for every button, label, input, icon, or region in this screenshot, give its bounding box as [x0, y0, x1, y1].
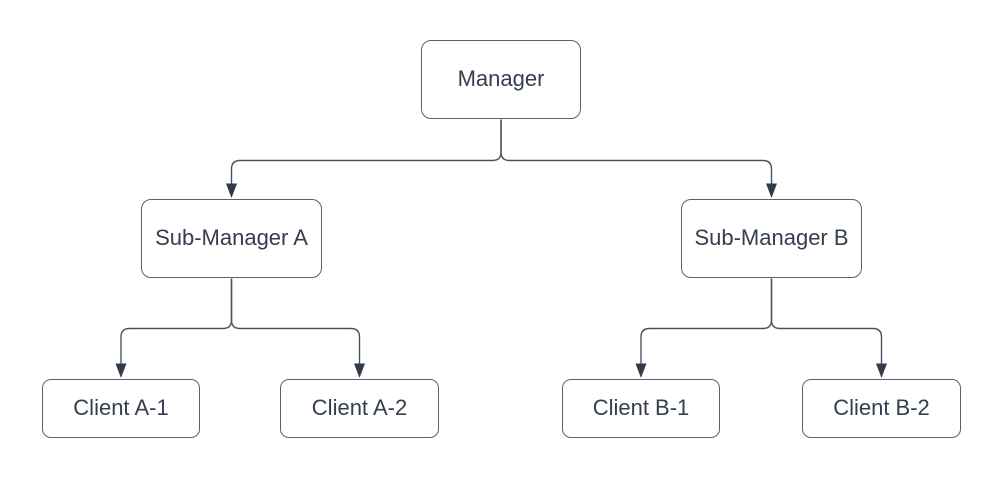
connector-manager-to-sub-manager-a: [230, 119, 502, 184]
node-sub-manager-a[interactable]: Sub-Manager A: [141, 199, 322, 278]
node-sub-manager-a-label: Sub-Manager A: [155, 225, 308, 251]
arrowhead-sub-manager-a: [226, 183, 237, 198]
connector-sub-manager-b-to-client-b-2: [770, 278, 883, 364]
node-client-b-1-label: Client B-1: [592, 395, 690, 421]
arrowhead-client-b-2: [876, 363, 887, 378]
node-client-a-1[interactable]: Client A-1: [42, 379, 200, 438]
connector-manager-to-sub-manager-b: [500, 119, 773, 184]
node-manager[interactable]: Manager: [421, 40, 581, 119]
connector-sub-manager-a-to-client-a-1: [120, 278, 233, 364]
node-sub-manager-b[interactable]: Sub-Manager B: [681, 199, 862, 278]
node-client-a-2-label: Client A-2: [311, 395, 408, 421]
connector-sub-manager-a-to-client-a-2: [230, 278, 361, 364]
arrowhead-sub-manager-b: [766, 183, 777, 198]
connector-sub-manager-b-to-client-b-1: [640, 278, 773, 364]
arrowhead-client-a-2: [354, 363, 365, 378]
node-client-b-1[interactable]: Client B-1: [562, 379, 720, 438]
node-client-b-2-label: Client B-2: [833, 395, 930, 421]
node-client-a-1-label: Client A-1: [73, 395, 169, 421]
node-client-a-2[interactable]: Client A-2: [280, 379, 439, 438]
node-client-b-2[interactable]: Client B-2: [802, 379, 961, 438]
arrowhead-client-b-1: [635, 363, 647, 378]
node-manager-label: Manager: [457, 66, 545, 92]
arrowhead-client-a-1: [115, 363, 127, 378]
node-sub-manager-b-label: Sub-Manager B: [694, 225, 849, 251]
